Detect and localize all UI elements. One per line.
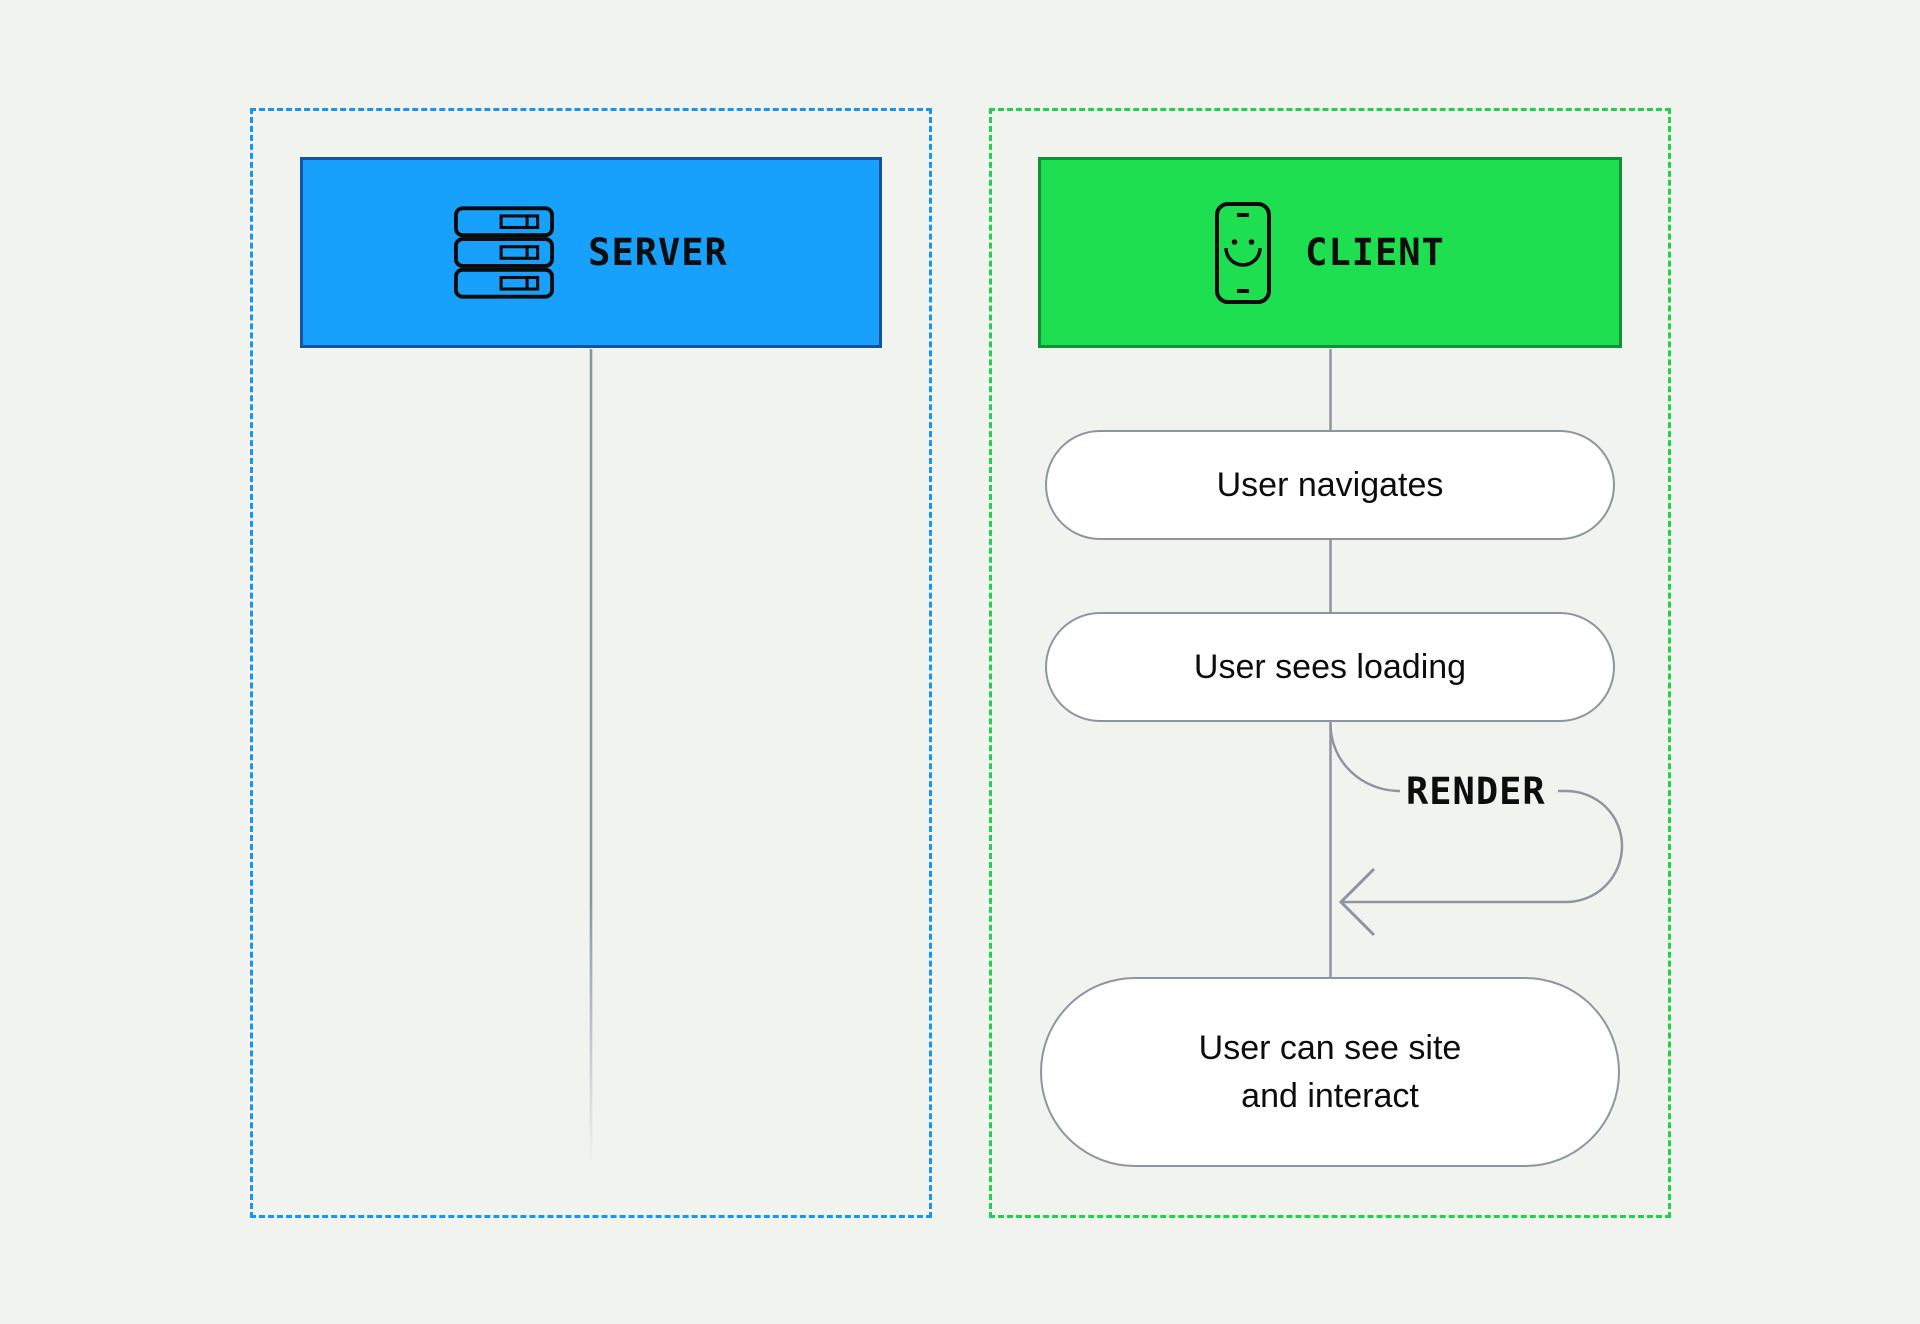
step-user-sees-loading: User sees loading bbox=[1045, 612, 1615, 722]
client-dashed-region bbox=[989, 108, 1671, 1218]
step-label: User navigates bbox=[1216, 466, 1444, 504]
step-label-line1: User can see site bbox=[1198, 1029, 1462, 1067]
step-user-navigates: User navigates bbox=[1045, 430, 1615, 540]
server-lifeline bbox=[589, 349, 593, 1165]
render-loop-label: RENDER bbox=[1406, 769, 1546, 813]
step-label: User sees loading bbox=[1193, 648, 1467, 686]
render-loop-return bbox=[1342, 789, 1624, 904]
server-title: SERVER bbox=[588, 231, 728, 274]
arrowhead-left-icon bbox=[1338, 867, 1376, 937]
client-title: CLIENT bbox=[1305, 231, 1445, 274]
render-loop-branch bbox=[1329, 723, 1401, 793]
client-box: CLIENT bbox=[1038, 157, 1622, 348]
step-label-line2: and interact bbox=[1241, 1077, 1419, 1115]
step-user-can-see-site: User can see site and interact bbox=[1040, 977, 1620, 1167]
smartphone-smiley-icon bbox=[1215, 201, 1272, 304]
server-stack-icon bbox=[454, 206, 555, 299]
server-dashed-region bbox=[250, 108, 932, 1218]
server-box: SERVER bbox=[300, 157, 882, 348]
